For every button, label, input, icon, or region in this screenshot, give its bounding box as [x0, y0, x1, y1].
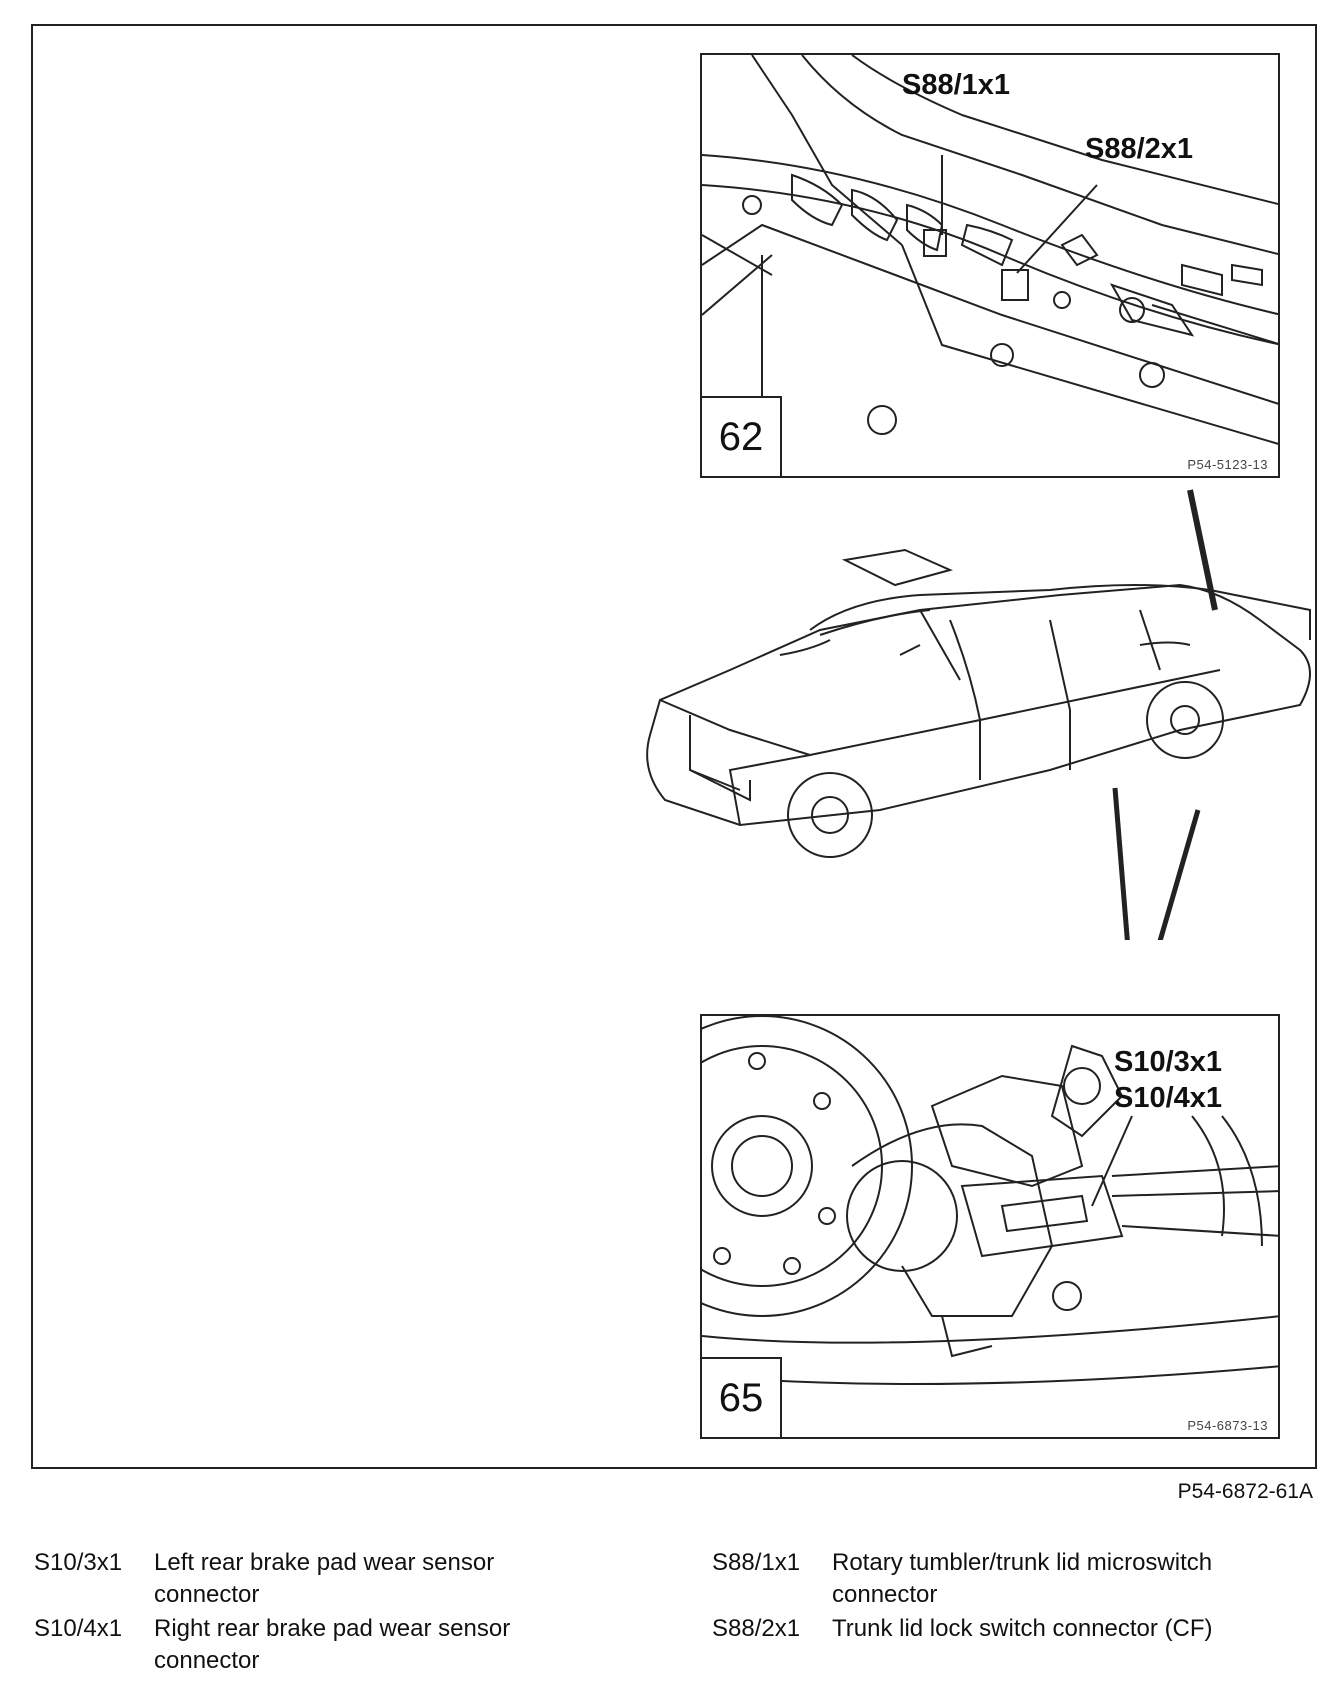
figure-code: P54-6872-61A [1177, 1480, 1313, 1503]
brake-detail-drawing [702, 1016, 1278, 1385]
callout-s88-2x1: S88/2x1 [1085, 133, 1194, 165]
legend-item-s10-3x1: S10/3x1 Left rear brake pad wear sensor … [34, 1547, 594, 1611]
trunk-detail-inset: S88/1x1 S88/2x1 62 P54-5123-13 [700, 53, 1280, 478]
legend-description: Right rear brake pad wear sensor connect… [154, 1615, 511, 1675]
trunk-detail-drawing [702, 55, 1278, 476]
callout-s10-3x1: S10/3x1 [1114, 1046, 1223, 1078]
inset-code-bottom: P54-6873-13 [1187, 1418, 1268, 1433]
legend-item-s88-2x1: S88/2x1 Trunk lid lock switch connector … [712, 1613, 1272, 1645]
figure-frame [31, 24, 1317, 1469]
legend-code: S88/2x1 [712, 1615, 801, 1642]
callout-s10-4x1: S10/4x1 [1114, 1082, 1223, 1114]
leader-line-rear-left [1112, 787, 1130, 940]
brake-detail-inset: S10/3x1 S10/4x1 65 P54-6873-13 [700, 1014, 1280, 1439]
legend-code: S88/1x1 [712, 1549, 801, 1576]
legend-code: S10/4x1 [34, 1615, 123, 1642]
legend-item-s88-1x1: S88/1x1 Rotary tumbler/trunk lid microsw… [712, 1547, 1272, 1611]
legend-description: Left rear brake pad wear sensor connecto… [154, 1549, 495, 1609]
figure-number-65: 65 [702, 1357, 782, 1437]
figure-number-62: 62 [702, 396, 782, 476]
callout-s88-1x1: S88/1x1 [902, 69, 1011, 101]
inset-code-top: P54-5123-13 [1187, 457, 1268, 472]
legend-item-s10-4x1: S10/4x1 Right rear brake pad wear sensor… [34, 1613, 594, 1677]
leader-line-rear-right [1157, 809, 1201, 940]
legend-description: Rotary tumbler/trunk lid microswitch con… [832, 1549, 1213, 1609]
legend-code: S10/3x1 [34, 1549, 123, 1576]
car-overview-drawing [646, 489, 1311, 940]
legend-description: Trunk lid lock switch connector (CF) [832, 1615, 1213, 1642]
